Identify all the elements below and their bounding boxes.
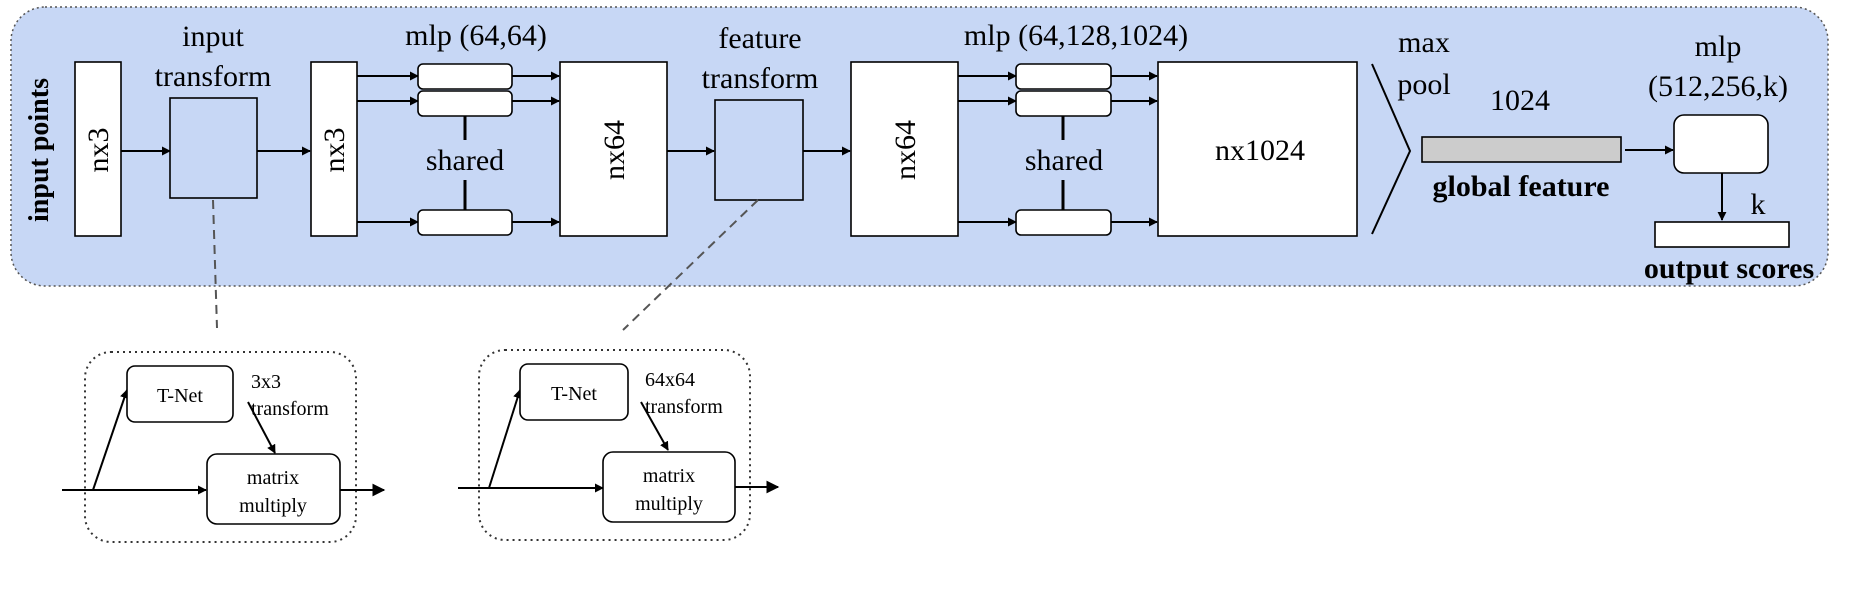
mlp1-unit-3 [417,209,513,236]
tnet-feature-transform-1: 64x64 [645,369,695,391]
output-scores-label: output scores [1644,252,1814,285]
nx64-box-a [559,61,668,237]
shared1-label: shared [426,144,504,177]
tnet-input-matrix-1: matrix [247,467,299,489]
tnet-feature-matrix-1: matrix [643,465,695,487]
input-transform-title-1: input [182,20,244,53]
tnet-feature-transform-2: transform [645,396,723,418]
maxpool-shape [1371,63,1412,235]
feature-transform-box [714,99,804,201]
input-transform-title-2: transform [155,60,272,93]
mlp2-unit-1 [1015,63,1112,90]
tnet-feature-label: T-Net [551,383,597,405]
shared2-label: shared [1025,144,1103,177]
global-dim-label: 1024 [1490,84,1550,117]
k-label: k [1751,188,1766,221]
mlp1-unit-1 [417,63,513,90]
global-feature-bar [1421,136,1622,163]
connector-feature-transform [622,199,759,331]
nx3-label-a: nx3 [82,128,115,173]
mlp2-unit-2 [1015,90,1112,117]
maxpool-label-1: max [1398,26,1450,59]
nx3-box-b [310,61,358,237]
mlp2-unit-3 [1015,209,1112,236]
tnet-feature-frame [478,349,751,541]
maxpool-label-2: pool [1397,68,1450,101]
mlp3-label-2: (512,256,k) [1648,70,1788,103]
nx3-label-b: nx3 [318,128,351,173]
nx64-label-a: nx64 [598,120,631,180]
mlp3-box [1673,114,1769,174]
mlp3-label-1: mlp [1695,30,1742,63]
nx64-box-b [850,61,959,237]
nx64-label-b: nx64 [889,120,922,180]
tnet-input-label: T-Net [157,385,203,407]
tnet-input-detail: T-Net 3x3 transform matrix multiply [62,351,386,543]
mlp1-label: mlp (64,64) [405,19,547,52]
global-feature-label: global feature [1433,170,1610,203]
mlp2-label: mlp (64,128,1024) [964,19,1188,52]
tnet-input-box [126,365,234,423]
tnet-input-transform-1: 3x3 [251,371,281,393]
nx3-box-a [74,61,122,237]
tnet-feature-matrix-2: multiply [635,493,703,515]
mlp1-unit-2 [417,90,513,117]
tnet-feature-detail: T-Net 64x64 transform matrix multiply [458,349,780,541]
feature-transform-title-2: transform [702,62,819,95]
nx1024-box [1157,61,1358,237]
nx1024-label: nx1024 [1215,134,1305,167]
input-transform-box [169,97,258,199]
connector-input-transform [212,199,218,329]
output-scores-bar [1654,221,1790,248]
tnet-input-transform-2: transform [251,398,329,420]
input-points-label: input points [24,78,55,222]
tnet-input-matrix-2: multiply [239,495,307,517]
tnet-feature-box [519,363,629,421]
tnet-input-frame [84,351,357,543]
feature-transform-title-1: feature [718,22,801,55]
